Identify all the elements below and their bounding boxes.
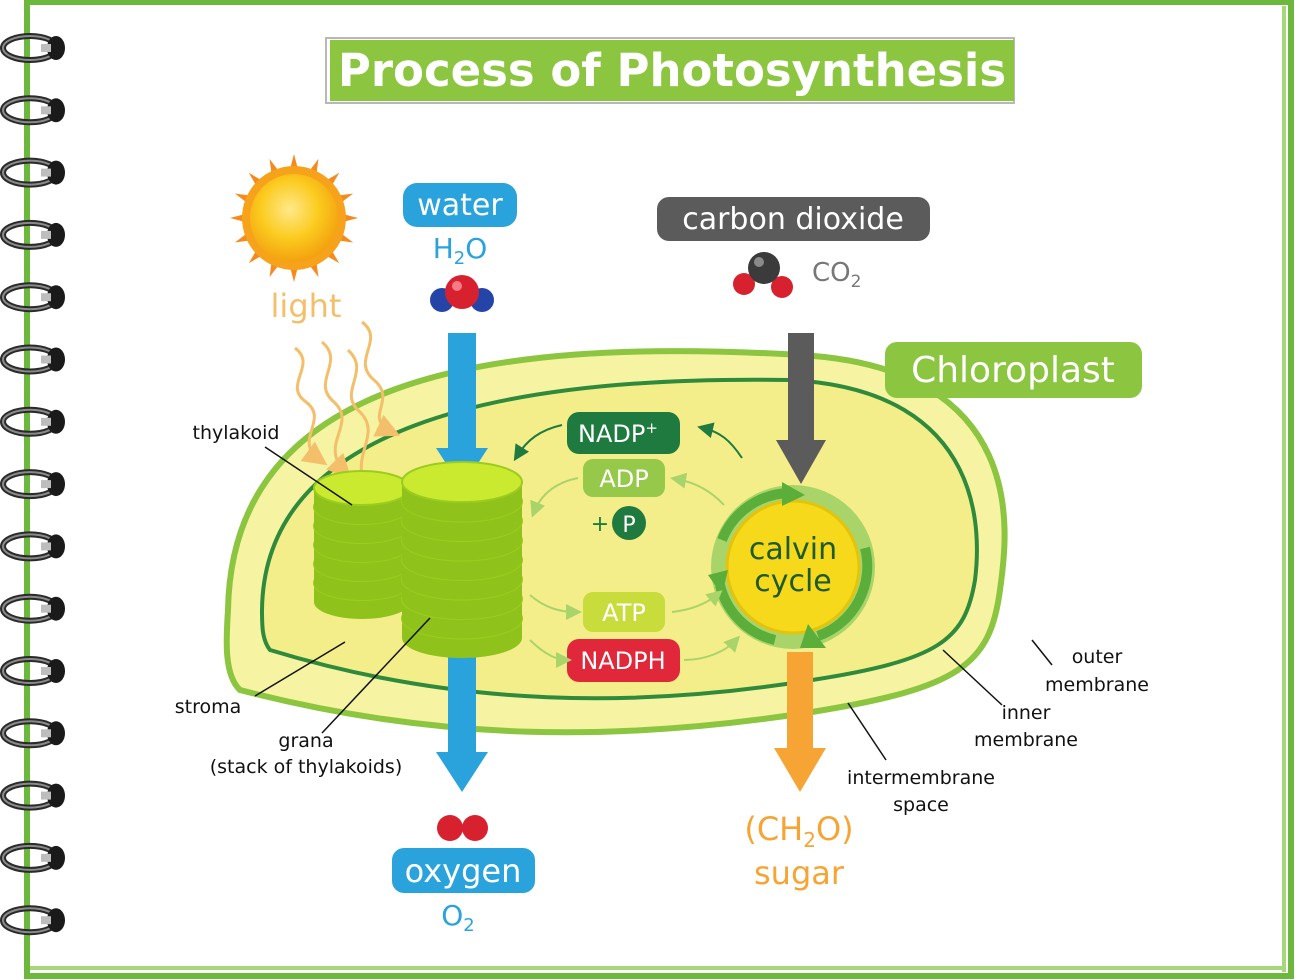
svg-text:+: + xyxy=(591,512,609,537)
thylakoid-stack-left xyxy=(313,470,411,619)
outer-membrane-label-2: membrane xyxy=(1045,674,1149,696)
spiral-ring-icon xyxy=(0,344,65,375)
spiral-binding xyxy=(0,33,65,936)
spiral-ring-icon xyxy=(0,157,65,188)
svg-text:ADP: ADP xyxy=(599,465,648,493)
carbon-dioxide-input: carbon dioxide CO2 xyxy=(657,197,930,298)
inner-membrane-label-2: membrane xyxy=(974,729,1078,751)
co2-formula: CO2 xyxy=(812,258,861,292)
svg-text:ATP: ATP xyxy=(602,599,646,627)
oxygen-formula: O2 xyxy=(441,899,475,936)
spiral-ring-icon xyxy=(0,95,65,126)
spiral-ring-icon xyxy=(0,282,65,313)
spiral-ring-icon xyxy=(0,656,65,686)
sugar-label: sugar xyxy=(754,854,845,892)
oxygen-label: oxygen xyxy=(405,852,522,890)
page-title: Process of Photosynthesis xyxy=(338,44,1006,97)
water-molecule-icon xyxy=(430,275,494,312)
cycle-arrows-icon xyxy=(715,488,873,645)
spiral-ring-icon xyxy=(0,531,65,562)
oxygen-output: oxygen O2 xyxy=(392,815,535,936)
stroma-label: stroma xyxy=(175,696,242,718)
spiral-ring-icon xyxy=(0,219,65,250)
annotation-text: thylakoid stroma grana (stack of thylako… xyxy=(175,422,1149,816)
spiral-ring-icon xyxy=(0,718,65,749)
atp-badge: ATP xyxy=(583,592,665,632)
annotations xyxy=(254,446,1053,761)
spiral-ring-icon xyxy=(0,33,65,63)
sugar-arrow xyxy=(774,652,826,792)
light-label: light xyxy=(271,287,342,325)
intermembrane-label: intermembrane xyxy=(847,767,995,789)
water-oxygen-arrow xyxy=(436,333,488,792)
water-label: water xyxy=(417,188,503,223)
sugar-output: (CH2O) sugar xyxy=(744,810,853,892)
spiral-ring-icon xyxy=(0,406,65,437)
spiral-ring-icon xyxy=(0,593,65,624)
thylakoid-stack-right xyxy=(401,461,523,658)
spiral-ring-icon xyxy=(0,905,65,936)
grana-stacks xyxy=(313,461,523,658)
spiral-ring-icon xyxy=(0,842,65,873)
spiral-ring-icon xyxy=(0,469,65,500)
grana-sublabel: (stack of thylakoids) xyxy=(210,756,403,778)
chloroplast-title: Chloroplast xyxy=(911,350,1115,391)
light-arrows xyxy=(294,320,401,500)
svg-text:NADP+: NADP+ xyxy=(578,419,658,448)
grana-label: grana xyxy=(278,730,333,752)
thylakoid-label: thylakoid xyxy=(193,422,280,444)
spiral-ring-icon xyxy=(0,780,65,811)
title-banner: Process of Photosynthesis xyxy=(325,37,1015,104)
water-formula: H2O xyxy=(433,232,488,269)
flow-arrows xyxy=(513,422,743,668)
calvin-label: calvin xyxy=(749,532,837,567)
intermembrane-label-2: space xyxy=(893,794,949,816)
calvin-cycle: calvin cycle xyxy=(708,482,875,649)
inner-membrane-label: inner xyxy=(1002,702,1051,724)
nadp-badge: NADP+ xyxy=(567,412,680,454)
sugar-formula: (CH2O) xyxy=(744,810,853,852)
co2-arrow xyxy=(776,333,826,484)
co2-molecule-icon xyxy=(733,252,793,298)
water-input: water H2O xyxy=(403,183,517,312)
cycle-label: cycle xyxy=(754,564,832,599)
outer-membrane-label: outer xyxy=(1072,646,1123,668)
nadph-badge: NADPH xyxy=(567,639,680,682)
carbon-dioxide-label: carbon dioxide xyxy=(682,202,904,237)
adp-badge: ADP xyxy=(583,459,665,497)
chloroplast-label: Chloroplast xyxy=(885,342,1142,398)
phosphate-badge: + P xyxy=(591,506,646,540)
svg-text:NADPH: NADPH xyxy=(580,647,665,675)
svg-text:P: P xyxy=(622,513,635,538)
sun-icon xyxy=(230,154,358,282)
